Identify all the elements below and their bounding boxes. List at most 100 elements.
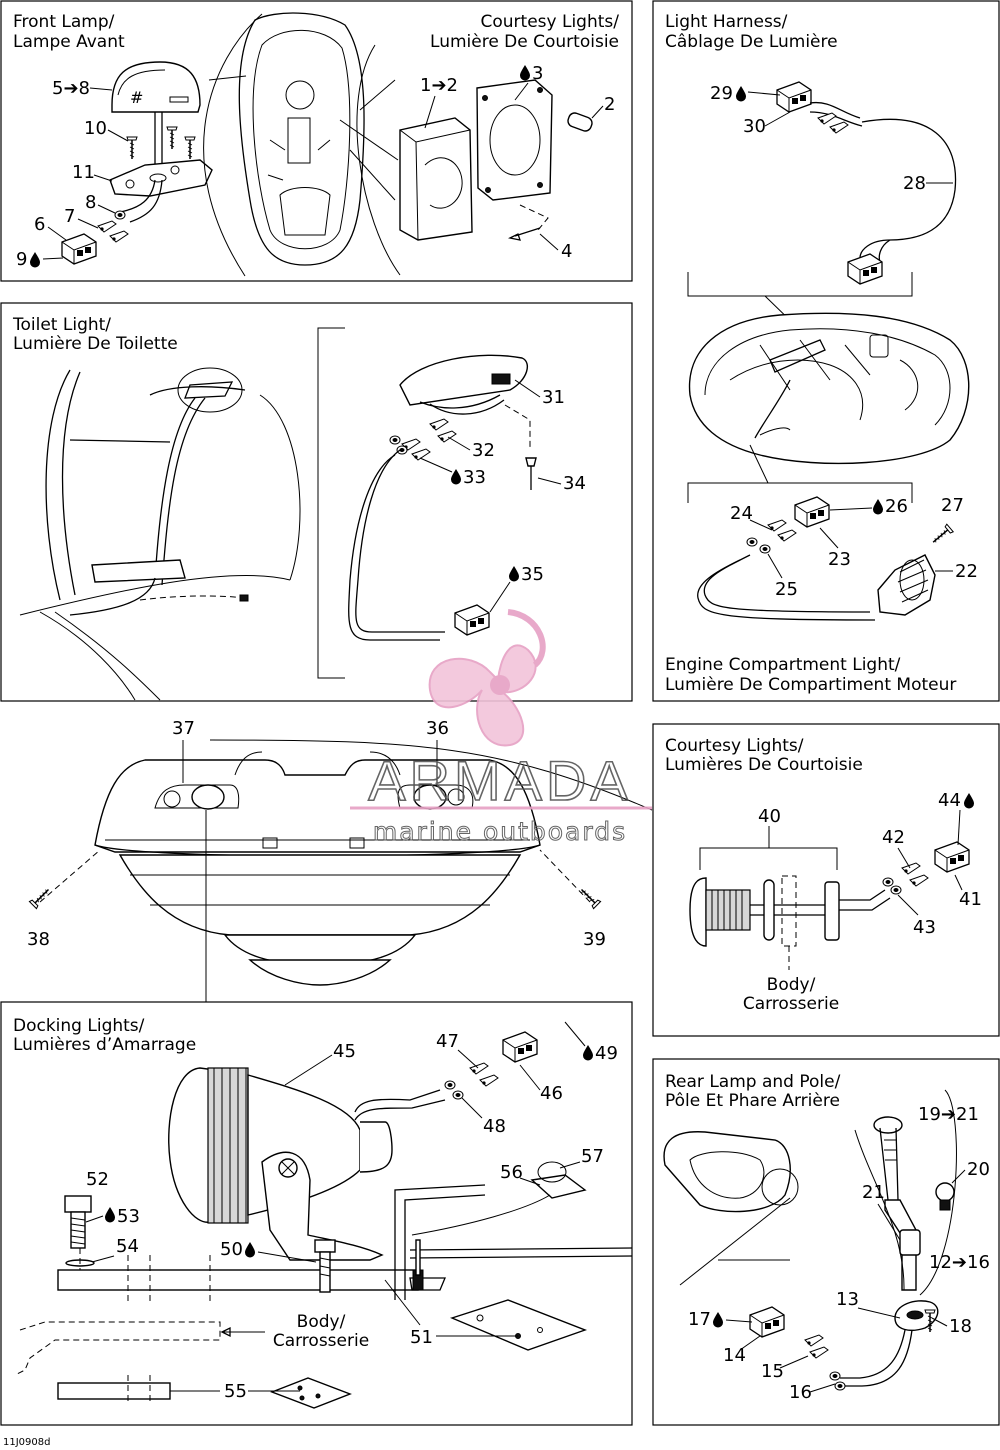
sealant-drop-icon bbox=[713, 1312, 723, 1328]
front-lamp-title-en: Front Lamp/ bbox=[13, 12, 115, 32]
callout-16: 16 bbox=[789, 1382, 812, 1403]
toilet-light-callouts: 31 32 33 34 35 bbox=[419, 379, 586, 613]
sealant-drop-icon bbox=[873, 499, 883, 515]
sealant-drop-icon bbox=[520, 65, 530, 81]
callout-44: 44 bbox=[938, 790, 961, 811]
figure-code: 11J0908d bbox=[3, 1437, 50, 1448]
panel-docking-lights bbox=[0, 1001, 633, 1426]
light-harness-callouts: 29 30 28 24 26 27 23 22 25 bbox=[710, 83, 978, 600]
callout-51: 51 bbox=[410, 1327, 433, 1348]
courtesy-right-body-en: Body/ bbox=[767, 975, 816, 995]
docking-title-fr: Lumières d’Amarrage bbox=[13, 1035, 196, 1055]
rear-lamp-callouts: 19➔21 20 21 12➔16 13 18 17 14 15 16 bbox=[688, 1104, 990, 1403]
callout-29: 29 bbox=[710, 83, 733, 104]
callout-56: 56 bbox=[500, 1162, 523, 1183]
courtesy-right-title-en: Courtesy Lights/ bbox=[665, 736, 804, 756]
front-lamp-callouts: 5➔8 10 11 8 7 6 9 1➔2 3 2 4 bbox=[16, 63, 615, 270]
courtesy-top-title-fr: Lumière De Courtoisie bbox=[430, 32, 619, 52]
callout-41: 41 bbox=[959, 889, 982, 910]
callout-17: 17 bbox=[688, 1309, 711, 1330]
callout-53: 53 bbox=[117, 1206, 140, 1227]
front-lamp-title-fr: Lampe Avant bbox=[13, 32, 125, 52]
sealant-drop-icon bbox=[245, 1242, 255, 1258]
callout-33: 33 bbox=[463, 467, 486, 488]
callout-23: 23 bbox=[828, 549, 851, 570]
callout-12-16: 12➔16 bbox=[929, 1252, 990, 1273]
callout-34: 34 bbox=[563, 473, 586, 494]
callout-45: 45 bbox=[333, 1041, 356, 1062]
callout-8: 8 bbox=[85, 192, 96, 213]
engine-title-en: Engine Compartment Light/ bbox=[665, 655, 901, 675]
callout-28: 28 bbox=[903, 173, 926, 194]
docking-body-en: Body/ bbox=[297, 1312, 346, 1332]
docking-title-en: Docking Lights/ bbox=[13, 1016, 145, 1036]
callout-38: 38 bbox=[27, 929, 50, 950]
callout-3: 3 bbox=[532, 63, 543, 84]
callout-30: 30 bbox=[743, 116, 766, 137]
callout-15: 15 bbox=[761, 1361, 784, 1382]
callout-4: 4 bbox=[561, 241, 572, 262]
callout-55: 55 bbox=[224, 1381, 247, 1402]
sealant-drop-icon bbox=[583, 1045, 593, 1061]
callout-20: 20 bbox=[967, 1159, 990, 1180]
boat-front-view bbox=[28, 739, 653, 1002]
sealant-drop-icon bbox=[964, 793, 974, 809]
toilet-title-fr: Lumière De Toilette bbox=[13, 334, 178, 354]
sealant-drop-icon bbox=[736, 86, 746, 102]
callout-31: 31 bbox=[542, 387, 565, 408]
callout-18: 18 bbox=[949, 1316, 972, 1337]
callout-25: 25 bbox=[775, 579, 798, 600]
front-lamp-assembly: # bbox=[61, 12, 401, 277]
callout-47: 47 bbox=[436, 1031, 459, 1052]
callout-46: 46 bbox=[540, 1083, 563, 1104]
svg-text:#: # bbox=[130, 88, 143, 107]
callout-37: 37 bbox=[172, 718, 195, 739]
callout-36: 36 bbox=[426, 718, 449, 739]
callout-26: 26 bbox=[885, 496, 908, 517]
callout-7: 7 bbox=[64, 206, 75, 227]
callout-21: 21 bbox=[862, 1182, 885, 1203]
courtesy-top-title-en: Courtesy Lights/ bbox=[481, 12, 620, 32]
callout-9: 9 bbox=[16, 249, 27, 270]
callout-39: 39 bbox=[583, 929, 606, 950]
panel-toilet-light bbox=[0, 302, 633, 702]
sealant-drop-icon bbox=[105, 1207, 115, 1223]
docking-light-assembly: Body/ Carrosserie bbox=[14, 1031, 633, 1409]
callout-19-21: 19➔21 bbox=[918, 1104, 979, 1125]
callout-49: 49 bbox=[595, 1043, 618, 1064]
rear-lamp-assembly bbox=[663, 1089, 957, 1391]
panel-light-harness bbox=[652, 0, 1000, 702]
light-harness-assembly bbox=[687, 81, 970, 621]
callout-54: 54 bbox=[116, 1236, 139, 1257]
callout-57: 57 bbox=[581, 1146, 604, 1167]
callout-40: 40 bbox=[758, 806, 781, 827]
courtesy-right-title-fr: Lumières De Courtoisie bbox=[665, 755, 863, 775]
callout-13: 13 bbox=[836, 1289, 859, 1310]
docking-callouts: 45 47 49 46 48 52 53 54 50 56 57 51 55 bbox=[85, 1021, 618, 1402]
panel-courtesy-right bbox=[652, 723, 1000, 1037]
courtesy-right-callouts: 40 44 42 41 43 bbox=[758, 790, 982, 938]
callout-50: 50 bbox=[220, 1239, 243, 1260]
engine-title-fr: Lumière De Compartiment Moteur bbox=[665, 675, 956, 695]
courtesy-light-right-assembly: Body/ Carrosserie bbox=[689, 826, 970, 1014]
toilet-title-en: Toilet Light/ bbox=[12, 315, 111, 335]
watermark-tagline: marine outboards bbox=[373, 817, 627, 846]
callout-48: 48 bbox=[483, 1116, 506, 1137]
callout-27: 27 bbox=[941, 495, 964, 516]
callout-10: 10 bbox=[84, 118, 107, 139]
boat-front-callouts: 37 36 38 39 bbox=[27, 718, 606, 950]
courtesy-right-body-fr: Carrosserie bbox=[743, 994, 839, 1014]
callout-2: 2 bbox=[604, 94, 615, 115]
watermark-brand: ARMADA bbox=[368, 749, 632, 812]
callout-52: 52 bbox=[86, 1169, 109, 1190]
rear-title-en: Rear Lamp and Pole/ bbox=[665, 1072, 841, 1092]
armada-watermark: ARMADA marine outboards bbox=[350, 609, 652, 847]
callout-43: 43 bbox=[913, 917, 936, 938]
callout-32: 32 bbox=[472, 440, 495, 461]
sealant-drop-icon bbox=[451, 469, 461, 485]
panel-front-lamp bbox=[0, 0, 633, 282]
callout-5-8: 5➔8 bbox=[52, 78, 90, 99]
propeller-logo-icon bbox=[428, 644, 537, 747]
rear-title-fr: Pôle Et Phare Arrière bbox=[665, 1091, 840, 1111]
